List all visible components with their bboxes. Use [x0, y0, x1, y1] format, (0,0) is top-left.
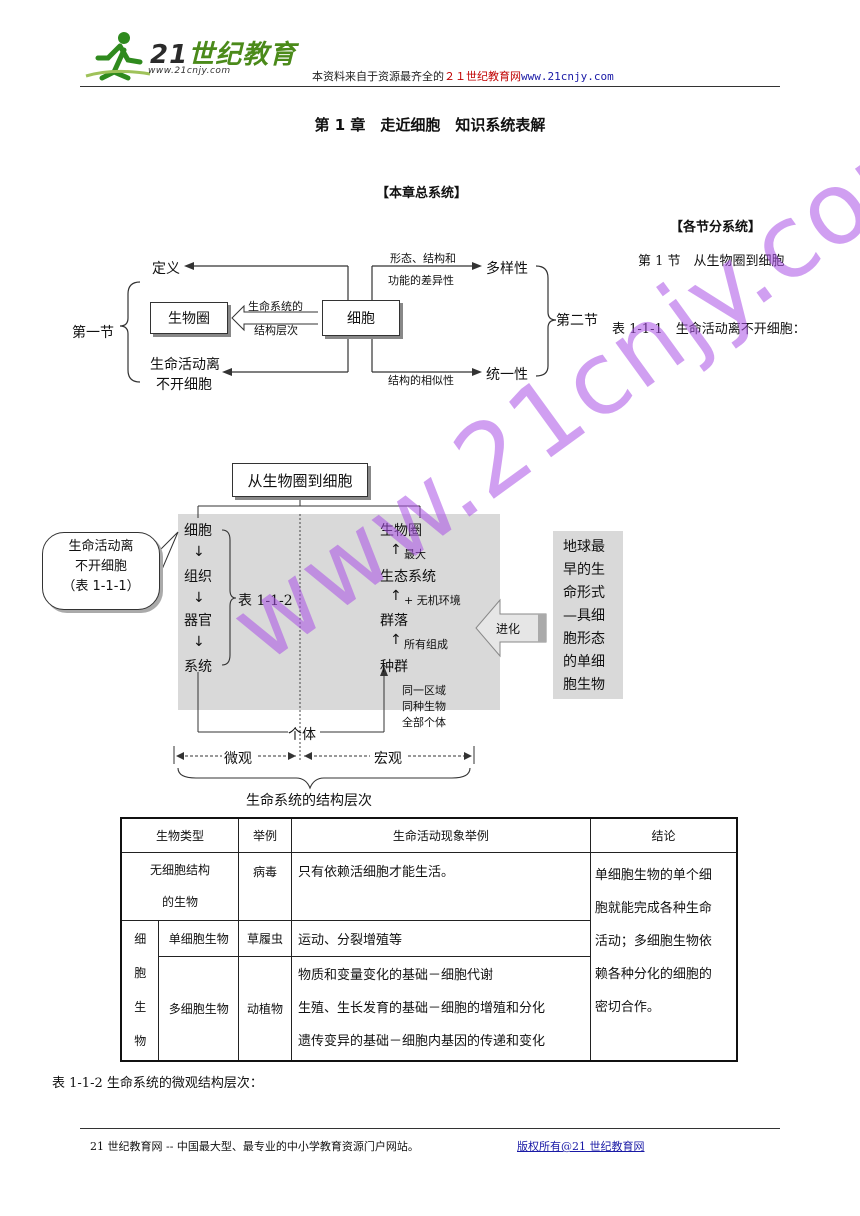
life-activity-a: 生命活动离: [150, 357, 220, 373]
example-virus: 病毒: [238, 851, 292, 921]
level-organ: 器官: [184, 613, 212, 629]
phenom-paramecium: 运动、分裂增殖等: [290, 919, 591, 957]
runner-logo-icon: [85, 32, 151, 81]
table-row: 多细胞生物 动植物 物质和变量变化的基础－细胞代谢 生殖、生长发育的基础－细胞的…: [121, 955, 737, 1061]
section1-title: 第 1 节 从生物圈到细胞: [638, 254, 785, 269]
earliest-life-panel: [553, 531, 623, 699]
structure-label-a: 生命系统的: [248, 300, 303, 313]
level-system: 系统: [184, 659, 212, 675]
individual-label: 个体: [288, 727, 316, 743]
difference-label-b: 功能的差异性: [388, 274, 454, 287]
header-phenomenon: 生命活动现象举例: [290, 817, 591, 853]
table-caption-2: 表 1-1-2 生命系统的微观结构层次：: [52, 1076, 263, 1091]
label-abiotic: + 无机环境: [404, 594, 461, 607]
table-caption-1: 表 1-1-1 生命活动离不开细胞：: [612, 322, 806, 337]
logo-url: www.21cnjy.com: [148, 66, 231, 76]
life-activity-bubble: 生命活动离 不开细胞 （表 1-1-1）: [42, 532, 160, 610]
table-ref-label: 表 1-1-2: [238, 593, 293, 609]
evolution-label: 进化: [496, 622, 521, 636]
header-divider: [80, 86, 780, 87]
header-conclusion: 结论: [589, 817, 738, 853]
structure-levels-caption: 生命系统的结构层次: [246, 793, 372, 809]
similarity-label: 结构的相似性: [388, 374, 454, 387]
level-tissue: 组织: [184, 569, 212, 585]
table-header-row: 生物类型 举例 生命活动现象举例 结论: [120, 817, 738, 853]
type-no-cell: 无细胞结构 的生物: [120, 851, 240, 921]
top-box: 从生物圈到细胞: [232, 463, 368, 497]
label-same-3: 全部个体: [402, 716, 446, 729]
arrow-up-icon: ↑: [390, 542, 402, 558]
section-total: 【本章总系统】: [376, 186, 468, 201]
levels-panel: [178, 514, 500, 710]
example-paramecium: 草履虫: [238, 919, 292, 957]
chapter-diagram-lines: [119, 262, 557, 383]
second-section-label: 第二节: [556, 313, 598, 329]
biosphere-box: 生物圈: [150, 302, 228, 334]
level-ecosystem: 生态系统: [380, 569, 436, 585]
logo: [84, 28, 284, 82]
level-biosphere: 生物圈: [380, 523, 422, 539]
unity-label: 统一性: [486, 367, 528, 383]
arrow-down-icon: ↓: [193, 634, 205, 650]
section-parts: 【各节分系统】: [670, 220, 762, 235]
table-row: 细 胞 生 物 单细胞生物 草履虫 运动、分裂增殖等: [120, 919, 737, 1061]
difference-label-a: 形态、结构和: [390, 252, 456, 265]
label-same-2: 同种生物: [402, 700, 446, 713]
footer-text: 21 世纪教育网 -- 中国最大型、最专业的中小学教育资源门户网站。: [90, 1140, 419, 1153]
earliest-life-text: 地球最 早的生 命形式 —具细 胞形态 的单细 胞生物: [563, 539, 605, 693]
level-community: 群落: [380, 613, 408, 629]
level-cell: 细胞: [184, 523, 212, 539]
conclusion-cell: 单细胞生物的单个细 胞就能完成各种生命 活动；多细胞生物依 赖各种分化的细胞的 …: [589, 851, 738, 1061]
header-example: 举例: [238, 817, 292, 853]
arrow-up-icon: ↑: [390, 588, 402, 604]
definition-label: 定义: [152, 261, 180, 277]
cell-box: 细胞: [322, 300, 400, 336]
example-animals-plants: 动植物: [238, 955, 292, 1061]
arrow-down-icon: ↓: [193, 544, 205, 560]
phenom-multicellular: 物质和变量变化的基础－细胞代谢 生殖、生长发育的基础－细胞的增殖和分化 遗传变异…: [290, 955, 591, 1061]
micro-label: 微观: [224, 751, 252, 767]
cellular-organisms: 细 胞 生 物: [120, 919, 160, 1061]
logo-text: 21世纪教育: [150, 40, 297, 70]
arrow-down-icon: ↓: [193, 590, 205, 606]
label-largest: 最大: [404, 548, 426, 561]
table-row: 无细胞结构 的生物 病毒 只有依赖活细胞才能生活。 单细胞生物的单个细 胞就能完…: [120, 851, 738, 1061]
structure-label-b: 结构层次: [254, 324, 298, 337]
page-title: 第 1 章 走近细胞 知识系统表解: [314, 116, 546, 134]
life-activity-b: 不开细胞: [156, 377, 212, 393]
arrow-up-icon: ↑: [390, 632, 402, 648]
header-type: 生物类型: [120, 817, 240, 853]
label-same-1: 同一区域: [402, 684, 446, 697]
first-section-label: 第一节: [72, 325, 114, 341]
phenom-virus: 只有依赖活细胞才能生活。: [290, 851, 591, 921]
footer-divider: [80, 1128, 780, 1129]
copyright-link[interactable]: 版权所有@21 世纪教育网: [517, 1140, 645, 1153]
level-population: 种群: [380, 659, 408, 675]
type-multicellular: 多细胞生物: [158, 955, 240, 1061]
type-unicellular: 单细胞生物: [158, 919, 240, 957]
macro-label: 宏观: [374, 751, 402, 767]
life-activity-table: 生物类型 举例 生命活动现象举例 结论 无细胞结构 的生物 病毒 只有依赖活细胞…: [120, 817, 738, 1062]
label-all: 所有组成: [404, 638, 448, 651]
header-source: 本资料来自于资源最齐全的２１世纪教育网www.21cnjy.com: [312, 70, 614, 83]
diversity-label: 多样性: [486, 261, 528, 277]
